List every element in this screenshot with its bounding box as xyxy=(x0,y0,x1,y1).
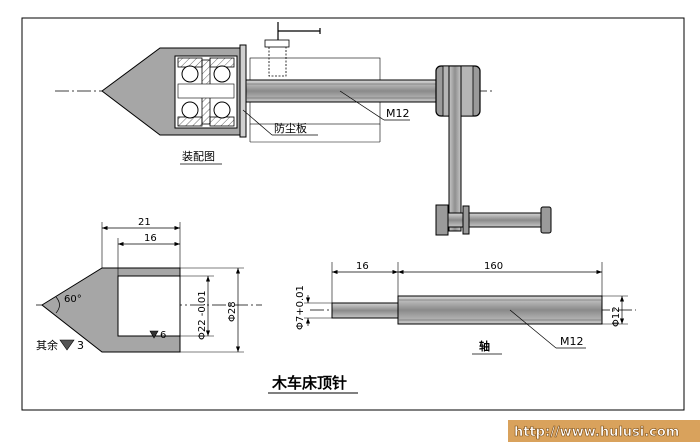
shaft-small-section xyxy=(331,302,399,319)
dust-plate xyxy=(239,44,247,138)
dim-shaft-big-len: 160 xyxy=(484,261,503,272)
roughness-symbol xyxy=(59,339,75,351)
rest-roughness-value: 3 xyxy=(77,339,84,352)
threaded-rod xyxy=(245,79,439,103)
watermark: http://www.hulusi.com xyxy=(508,420,700,442)
dim-tip-outer-dia: Φ28 xyxy=(227,301,238,322)
assembly-view: M12 防尘板 装配图 xyxy=(55,22,552,236)
svg-text:http://www.hulusi.com: http://www.hulusi.com xyxy=(514,425,679,440)
tip-detail-view: 21 16 Φ22 -0.01 Φ28 60° 6 其余 3 xyxy=(36,217,262,353)
inner-roughness-value: 6 xyxy=(160,330,166,341)
dim-shaft-small-dia: Φ7+0.01 xyxy=(295,285,306,330)
tip-bore xyxy=(117,275,181,337)
drawing-title: 木车床顶针 xyxy=(271,374,347,392)
drawing-frame xyxy=(21,17,685,411)
angle-label: 60° xyxy=(64,294,82,305)
dust-plate-label: 防尘板 xyxy=(274,121,307,135)
tool-rest-arm xyxy=(448,65,462,232)
shaft-caption: 轴 xyxy=(479,339,490,353)
bearing-ball xyxy=(213,65,231,83)
thread-label-top: M12 xyxy=(386,107,410,120)
bearing-ball xyxy=(181,65,199,83)
dim-tip-inner-len: 16 xyxy=(144,233,157,244)
assembly-caption: 装配图 xyxy=(182,150,215,163)
dim-shaft-big-dia: Φ12 xyxy=(611,306,622,327)
shaft-large-section xyxy=(397,295,603,325)
lower-bolt xyxy=(443,212,545,228)
dim-tip-inner-dia: Φ22 -0.01 xyxy=(197,290,208,340)
shaft-detail-view: 16 160 Φ7+0.01 Φ12 M12 轴 xyxy=(295,261,636,355)
bearing-ball xyxy=(181,101,199,119)
thread-label-shaft: M12 xyxy=(560,335,584,348)
rest-roughness-label: 其余 xyxy=(36,338,58,352)
dim-tip-outer-len: 21 xyxy=(138,217,151,228)
bearing-ball xyxy=(213,101,231,119)
dim-shaft-small-len: 16 xyxy=(356,261,369,272)
